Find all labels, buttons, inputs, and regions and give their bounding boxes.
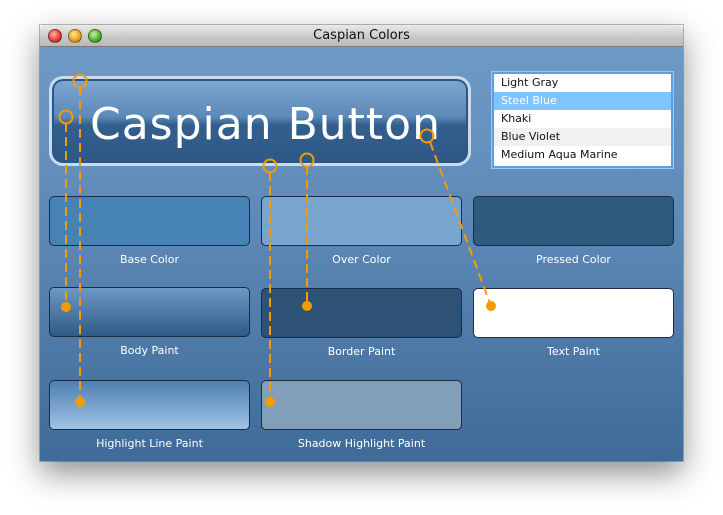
over-color-swatch[interactable] <box>261 196 462 246</box>
pressed-color-label: Pressed Color <box>536 253 611 266</box>
list-item[interactable]: Light Gray <box>501 76 559 89</box>
body-paint-label: Body Paint <box>120 344 179 357</box>
pressed-color-swatch[interactable] <box>473 196 674 246</box>
over-color-label: Over Color <box>332 253 391 266</box>
text-paint-label: Text Paint <box>547 345 600 358</box>
text-paint-swatch[interactable] <box>473 288 674 338</box>
caspian-button[interactable]: Caspian Button <box>49 76 471 166</box>
base-color-swatch[interactable] <box>49 196 250 246</box>
body-paint-swatch[interactable] <box>49 287 250 337</box>
color-list[interactable]: Light Gray Steel Blue Khaki Blue Violet … <box>492 72 673 168</box>
list-item[interactable]: Khaki <box>501 112 532 125</box>
shadow-highlight-paint-swatch[interactable] <box>261 380 462 430</box>
window-title: Caspian Colors <box>313 28 410 43</box>
list-item[interactable]: Blue Violet <box>494 128 671 146</box>
highlight-line-paint-label: Highlight Line Paint <box>96 437 203 450</box>
title-bar[interactable]: Caspian Colors <box>40 25 683 47</box>
close-window-button[interactable] <box>48 29 62 43</box>
caspian-button-label: Caspian Button <box>90 99 441 150</box>
minimize-window-button[interactable] <box>68 29 82 43</box>
list-item-selected[interactable]: Steel Blue <box>494 92 671 110</box>
zoom-window-button[interactable] <box>88 29 102 43</box>
border-paint-label: Border Paint <box>327 345 396 358</box>
base-color-label: Base Color <box>119 253 179 266</box>
shadow-highlight-paint-label: Shadow Highlight Paint <box>297 437 426 450</box>
highlight-line-paint-swatch[interactable] <box>49 380 250 430</box>
border-paint-swatch[interactable] <box>261 288 462 338</box>
list-item[interactable]: Medium Aqua Marine <box>501 148 618 161</box>
